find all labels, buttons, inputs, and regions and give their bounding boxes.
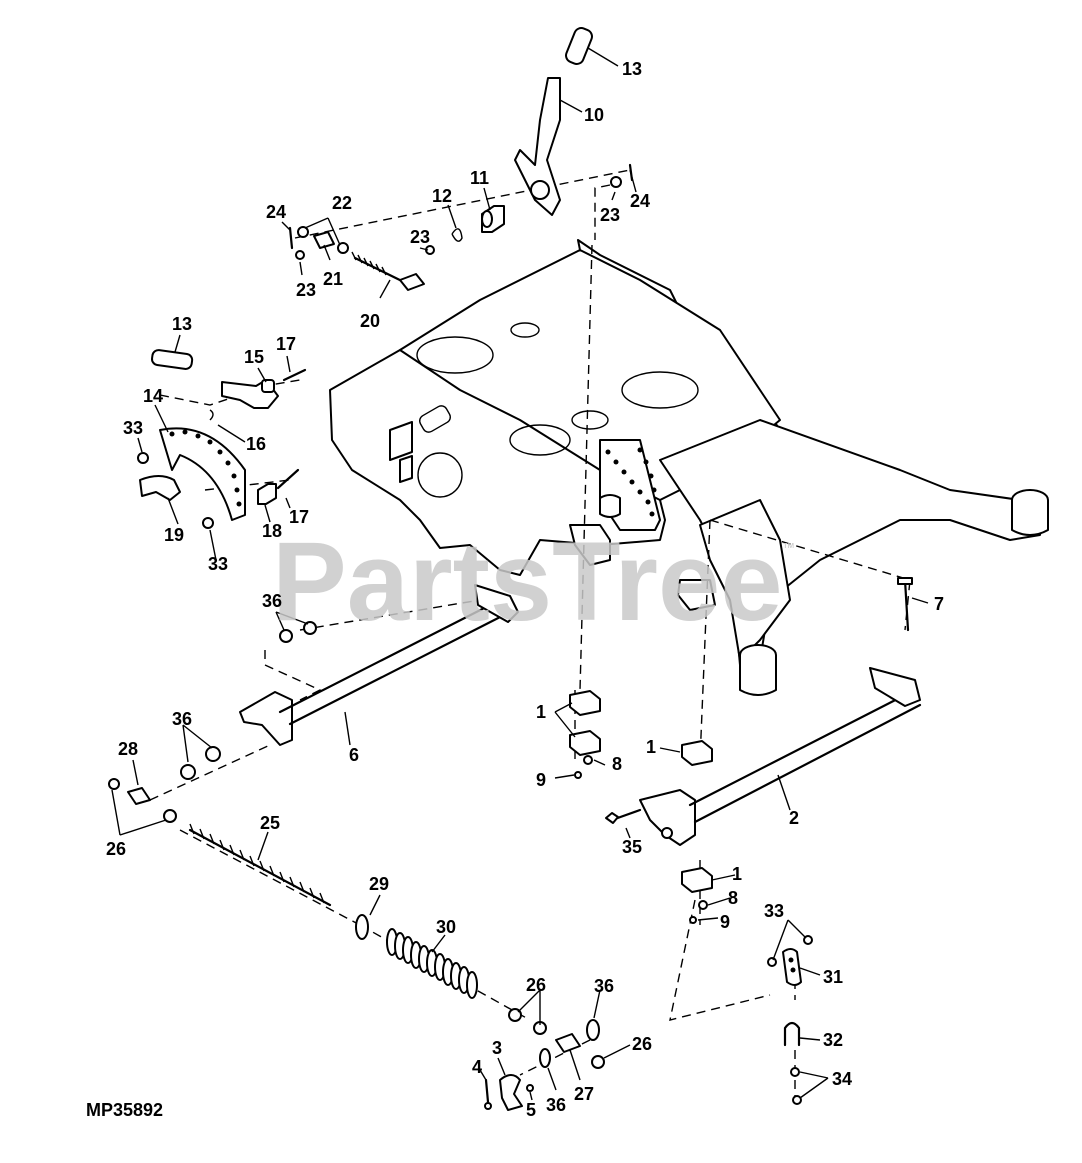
callout-25: 25 xyxy=(260,813,280,833)
callout-1: 1 xyxy=(646,737,656,757)
bolt-7 xyxy=(897,577,913,632)
callout-17: 17 xyxy=(289,507,309,527)
bearing-blocks xyxy=(569,690,713,924)
chassis-frame xyxy=(329,239,1049,696)
callout-12: 12 xyxy=(432,186,452,206)
callout-9: 9 xyxy=(720,912,730,932)
callout-13: 13 xyxy=(172,314,192,334)
callout-19: 19 xyxy=(164,525,184,545)
callout-33: 33 xyxy=(764,901,784,921)
callout-34: 34 xyxy=(832,1069,852,1089)
callout-36: 36 xyxy=(172,709,192,729)
watermark-text: PartsTree xyxy=(272,519,783,644)
callout-23: 23 xyxy=(410,227,430,247)
drawing-number: MP35892 xyxy=(86,1100,163,1120)
lift-rod-20 xyxy=(297,226,425,291)
callout-29: 29 xyxy=(369,874,389,894)
callout-13: 13 xyxy=(622,59,642,79)
callout-14: 14 xyxy=(143,386,163,406)
watermark-trademark: ™ xyxy=(782,540,795,555)
callout-23: 23 xyxy=(296,280,316,300)
sector-holes xyxy=(169,429,242,507)
callout-24: 24 xyxy=(266,202,286,222)
callout-15: 15 xyxy=(244,347,264,367)
callout-16: 16 xyxy=(246,434,266,454)
callout-33: 33 xyxy=(123,418,143,438)
height-adjust-handle xyxy=(150,349,279,409)
rockshaft-6 xyxy=(180,584,519,780)
height-sector-14 xyxy=(137,368,307,529)
callout-36: 36 xyxy=(262,591,282,611)
callout-20: 20 xyxy=(360,311,380,331)
callout-2: 2 xyxy=(789,808,799,828)
frame-holes xyxy=(605,447,657,517)
callout-31: 31 xyxy=(823,967,843,987)
callout-11: 11 xyxy=(470,168,489,188)
callout-8: 8 xyxy=(728,888,738,908)
callout-labels: 13 10 11 12 23 24 22 24 23 21 23 20 13 1… xyxy=(106,59,944,1120)
callout-18: 18 xyxy=(262,521,282,541)
callout-6: 6 xyxy=(349,745,359,765)
callout-26: 26 xyxy=(632,1034,652,1054)
lever-hardware xyxy=(288,163,634,260)
leader-lines xyxy=(111,47,929,1101)
callout-36: 36 xyxy=(546,1095,566,1115)
adjust-rod-assembly xyxy=(108,778,605,1111)
callout-22: 22 xyxy=(332,193,352,213)
callout-10: 10 xyxy=(584,105,604,125)
callout-30: 30 xyxy=(436,917,456,937)
callout-1: 1 xyxy=(536,702,546,722)
callout-35: 35 xyxy=(622,837,642,857)
callout-7: 7 xyxy=(934,594,944,614)
lift-lever xyxy=(514,27,593,216)
callout-24: 24 xyxy=(630,191,650,211)
callout-23: 23 xyxy=(600,205,620,225)
callout-28: 28 xyxy=(118,739,138,759)
callout-8: 8 xyxy=(612,754,622,774)
callout-36: 36 xyxy=(594,976,614,996)
callout-33: 33 xyxy=(208,554,228,574)
spring-30 xyxy=(386,928,478,999)
callout-3: 3 xyxy=(492,1038,502,1058)
callout-4: 4 xyxy=(472,1057,482,1077)
callout-1: 1 xyxy=(732,864,742,884)
callout-17: 17 xyxy=(276,334,296,354)
link-assembly xyxy=(767,935,813,1105)
callout-9: 9 xyxy=(536,770,546,790)
rockshaft-2 xyxy=(605,667,922,846)
callout-26: 26 xyxy=(106,839,126,859)
callout-5: 5 xyxy=(526,1100,536,1120)
callout-26: 26 xyxy=(526,975,546,995)
callout-32: 32 xyxy=(823,1030,843,1050)
callout-21: 21 xyxy=(323,269,343,289)
callout-27: 27 xyxy=(574,1084,594,1104)
